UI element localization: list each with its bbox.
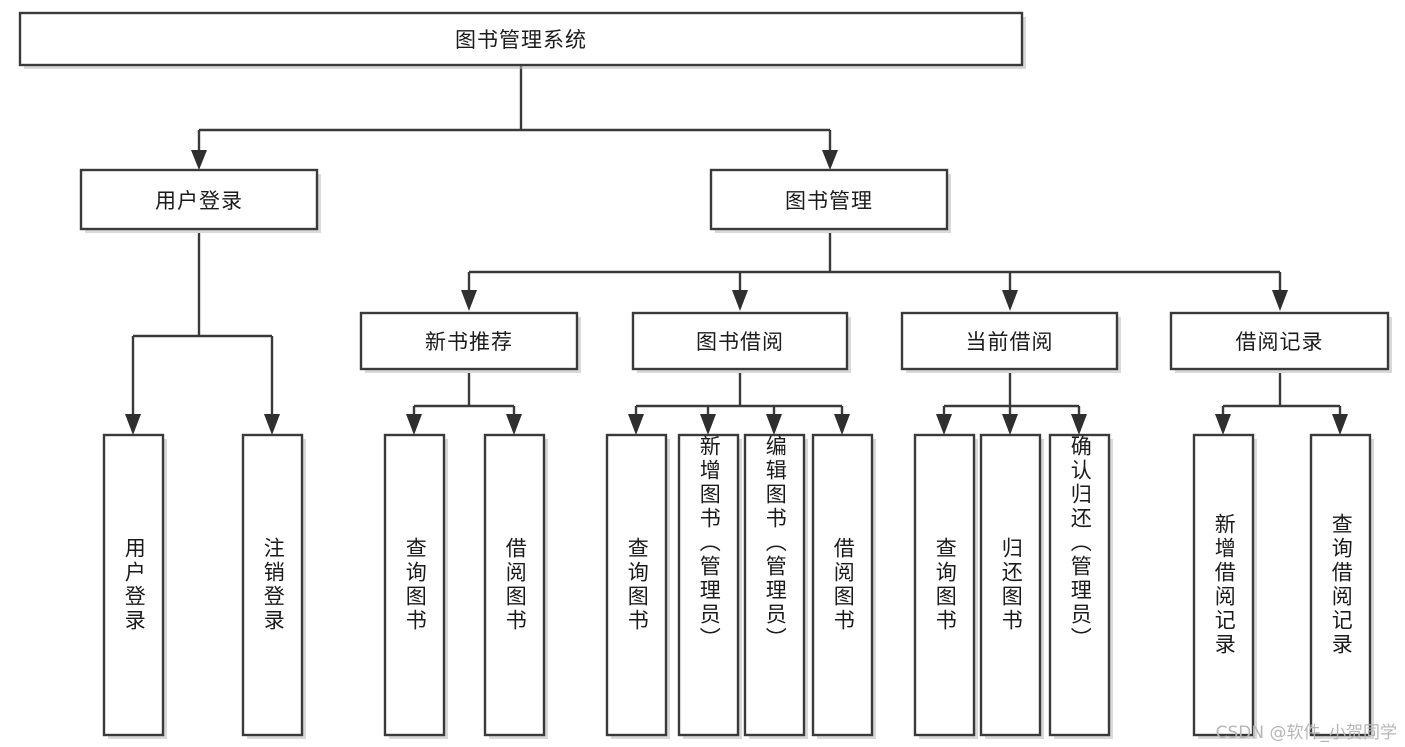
node-user-login[interactable]: [79, 168, 319, 231]
arrow-currentborrow-leaf-1: [936, 414, 952, 435]
arrow-newbook-leaf-1: [406, 414, 422, 435]
leaf-logout-login[interactable]: [241, 433, 304, 737]
node-borrow-record[interactable]: [1169, 311, 1390, 371]
arrow-userlogin-leaf-1: [125, 414, 141, 435]
arrow-bookborrow-leaf-2: [700, 414, 716, 435]
leaf-bookborrow-edit-book-admin[interactable]: [743, 433, 806, 737]
connector-layer: [125, 66, 1348, 435]
arrow-userlogin-leaf-2: [264, 414, 280, 435]
leaf-currentborrow-confirm-return-admin[interactable]: [1048, 433, 1111, 737]
arrow-borrowrecord-leaf-1: [1215, 414, 1231, 435]
arrow-root-to-user-login: [191, 150, 207, 170]
leaf-bookborrow-query-book[interactable]: [605, 433, 668, 737]
arrow-root-to-book-manage: [822, 150, 838, 170]
leaf-newbook-query-book[interactable]: [383, 433, 446, 737]
arrow-bookmanage-to-book-borrow: [732, 290, 748, 311]
leaf-borrowrecord-query-record[interactable]: [1309, 433, 1372, 737]
arrow-currentborrow-leaf-3: [1071, 414, 1087, 435]
arrow-bookmanage-to-new-book: [461, 290, 477, 311]
csdn-watermark: CSDN @软件_小贺同学: [1215, 723, 1397, 743]
leaf-currentborrow-query-book[interactable]: [913, 433, 976, 737]
arrow-bookborrow-leaf-1: [628, 414, 644, 435]
arrow-bookmanage-to-borrow-record: [1272, 290, 1288, 311]
node-current-borrow[interactable]: [900, 311, 1119, 371]
leaf-newbook-borrow-book[interactable]: [483, 433, 546, 737]
arrow-borrowrecord-leaf-2: [1332, 414, 1348, 435]
arrow-bookborrow-leaf-4: [834, 414, 850, 435]
node-book-borrow[interactable]: [631, 311, 849, 371]
arrow-newbook-leaf-2: [506, 414, 522, 435]
arrow-bookmanage-to-current-borrow: [1002, 290, 1018, 311]
arrow-currentborrow-leaf-2: [1002, 414, 1018, 435]
node-book-management[interactable]: [709, 168, 949, 231]
node-new-book-recommend[interactable]: [359, 311, 579, 371]
node-root-book-management-system[interactable]: [18, 11, 1024, 67]
box-layer: [18, 11, 1392, 739]
leaf-borrowrecord-add-record[interactable]: [1192, 433, 1255, 737]
leaf-bookborrow-borrow-book[interactable]: [811, 433, 874, 737]
leaf-bookborrow-add-book-admin[interactable]: [677, 433, 740, 737]
leaf-currentborrow-return-book[interactable]: [979, 433, 1042, 737]
leaf-user-login[interactable]: [102, 433, 165, 737]
arrow-bookborrow-leaf-3: [766, 414, 782, 435]
